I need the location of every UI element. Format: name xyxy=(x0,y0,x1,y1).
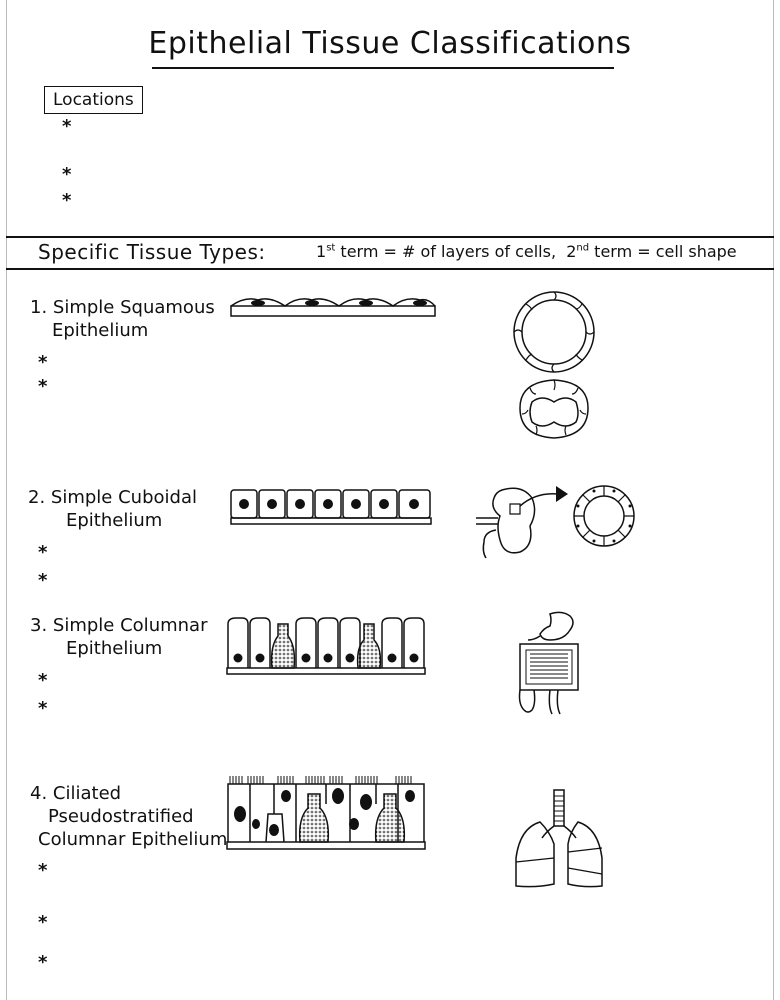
tissue-bullet: * xyxy=(38,912,48,933)
kidney-tubule-icon xyxy=(474,482,640,560)
simple-squamous-cells-drawing xyxy=(230,292,436,318)
locations-bullet: * xyxy=(62,190,72,211)
blood-vessel-icon xyxy=(506,290,602,446)
section-note: 1st term = # of layers of cells, 2nd ter… xyxy=(316,242,737,261)
tissue-title-simple-columnar: 3. Simple Columnar Epithelium xyxy=(30,615,208,659)
tissue-title-simple-squamous: 1. Simple Squamous Epithelium xyxy=(30,297,215,341)
tissue-bullet: * xyxy=(38,376,48,397)
title-underline xyxy=(152,67,614,69)
tissue-bullet: * xyxy=(38,542,48,563)
pseudostratified-cells-drawing xyxy=(226,774,426,852)
tissue-bullet: * xyxy=(38,352,48,373)
section-rule-bottom xyxy=(6,268,774,270)
locations-bullet: * xyxy=(62,116,72,137)
tissue-bullet: * xyxy=(38,860,48,881)
tissue-title-pseudostratified: 4. Ciliated Pseudostratified Columnar Ep… xyxy=(30,783,228,850)
tissue-bullet: * xyxy=(38,570,48,591)
locations-label: Locations xyxy=(44,86,143,114)
locations-bullet: * xyxy=(62,164,72,185)
page-border-right xyxy=(773,0,774,1000)
tissue-bullet: * xyxy=(38,670,48,691)
page-border-left xyxy=(6,0,7,1000)
digestive-tract-icon xyxy=(514,610,584,720)
tissue-title-simple-cuboidal: 2. Simple Cuboidal Epithelium xyxy=(28,487,197,531)
tissue-bullet: * xyxy=(38,952,48,973)
tissue-bullet: * xyxy=(38,698,48,719)
section-rule-top xyxy=(6,236,774,238)
page-title: Epithelial Tissue Classifications xyxy=(148,26,632,61)
lungs-trachea-icon xyxy=(512,788,608,892)
simple-columnar-cells-drawing xyxy=(226,616,426,678)
section-heading: Specific Tissue Types: xyxy=(38,240,266,264)
simple-cuboidal-cells-drawing xyxy=(230,488,432,526)
